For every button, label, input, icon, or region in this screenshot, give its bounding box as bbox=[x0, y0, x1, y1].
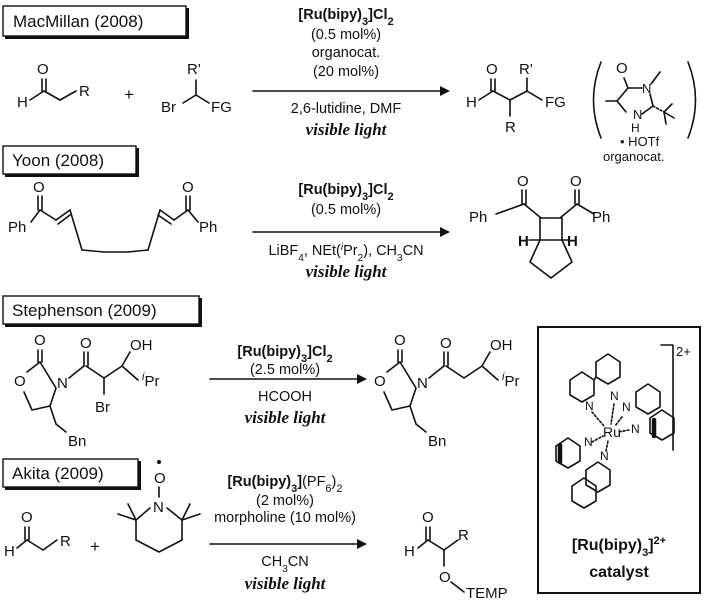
catalyst-box: 2+ Ru N N N N N N [Ru(bipy)3]2+ catalyst bbox=[537, 326, 701, 594]
svg-text:H: H bbox=[518, 233, 529, 250]
svg-text:(20 mol%): (20 mol%) bbox=[313, 64, 379, 80]
svg-text:H: H bbox=[567, 233, 578, 250]
svg-text:OH: OH bbox=[490, 337, 513, 354]
svg-text:Ph: Ph bbox=[469, 209, 487, 226]
svg-text:+: + bbox=[124, 85, 134, 104]
svg-text:organocat.: organocat. bbox=[603, 149, 664, 164]
svg-text:O: O bbox=[616, 60, 628, 77]
svg-text:H: H bbox=[404, 543, 415, 560]
svg-text:N: N bbox=[585, 399, 594, 413]
svg-text:N: N bbox=[600, 449, 609, 463]
svg-text:H: H bbox=[17, 94, 28, 111]
svg-text:[Ru(bipy)3]Cl2: [Ru(bipy)3]Cl2 bbox=[298, 182, 393, 203]
svg-text:[Ru(bipy)3](PF6)2: [Ru(bipy)3](PF6)2 bbox=[227, 474, 342, 495]
svg-text:[Ru(bipy)3]Cl2: [Ru(bipy)3]Cl2 bbox=[237, 344, 332, 365]
svg-text:N: N bbox=[584, 435, 593, 449]
svg-text:visible light: visible light bbox=[245, 574, 327, 593]
author-label: MacMillan (2008) bbox=[13, 12, 143, 31]
svg-text:Stephenson (2009): Stephenson (2009) bbox=[12, 301, 157, 320]
atom-O: O bbox=[37, 61, 49, 78]
svg-text:O: O bbox=[374, 373, 386, 390]
svg-text:(0.5 mol%): (0.5 mol%) bbox=[311, 202, 381, 218]
svg-text:FG: FG bbox=[211, 99, 232, 116]
svg-text:2,6-lutidine, DMF: 2,6-lutidine, DMF bbox=[291, 101, 402, 117]
svg-text:O: O bbox=[486, 61, 498, 78]
svg-text:Br: Br bbox=[95, 399, 110, 416]
svg-text:Bn: Bn bbox=[428, 433, 446, 450]
svg-text:N: N bbox=[622, 400, 631, 414]
svg-text:O: O bbox=[440, 335, 452, 352]
section-yoon: Yoon (2008) O Ph O Ph [Ru(bipy)3]Cl2 (0.… bbox=[2, 145, 610, 281]
svg-text:TEMP: TEMP bbox=[466, 585, 508, 602]
svg-text:N: N bbox=[610, 389, 619, 403]
svg-text:R: R bbox=[505, 119, 516, 136]
svg-text:Ph: Ph bbox=[592, 209, 610, 226]
svg-text:R': R' bbox=[519, 61, 533, 78]
svg-text:O: O bbox=[517, 173, 529, 190]
svg-text:N: N bbox=[57, 375, 68, 392]
svg-text:HCOOH: HCOOH bbox=[258, 389, 312, 405]
svg-text:H: H bbox=[466, 94, 477, 111]
svg-text:O: O bbox=[439, 569, 451, 586]
svg-text:visible light: visible light bbox=[306, 262, 388, 281]
svg-text:(2.5 mol%): (2.5 mol%) bbox=[250, 362, 320, 378]
svg-text:FG: FG bbox=[545, 94, 566, 111]
svg-text:O: O bbox=[394, 332, 406, 349]
svg-text:O: O bbox=[570, 173, 582, 190]
section-stephenson: Stephenson (2009) O O N Bn O Br OH iPr [… bbox=[2, 295, 519, 450]
svg-text:LiBF4, NEt(iPr2), CH3CN: LiBF4, NEt(iPr2), CH3CN bbox=[268, 242, 423, 264]
section-akita: Akita (2009) O H R + O N [Ru(bipy)3](PF6… bbox=[2, 458, 508, 602]
svg-text:CH3CN: CH3CN bbox=[261, 554, 308, 575]
svg-text:(0.5 mol%): (0.5 mol%) bbox=[311, 27, 381, 43]
svg-text:Br: Br bbox=[161, 99, 176, 116]
svg-text:Ru: Ru bbox=[603, 424, 621, 440]
svg-text:morpholine (10 mol%): morpholine (10 mol%) bbox=[214, 510, 356, 526]
svg-text:N: N bbox=[417, 375, 428, 392]
svg-text:H: H bbox=[631, 121, 640, 135]
svg-text:iPr: iPr bbox=[142, 371, 159, 390]
svg-text:• HOTf: • HOTf bbox=[620, 134, 660, 149]
svg-text:OH: OH bbox=[130, 337, 153, 354]
svg-text:O: O bbox=[14, 373, 26, 390]
svg-text:O: O bbox=[33, 179, 45, 196]
svg-text:Ph: Ph bbox=[199, 219, 217, 236]
svg-text:R': R' bbox=[187, 61, 201, 78]
svg-text:2+: 2+ bbox=[676, 344, 691, 359]
svg-text:R: R bbox=[79, 83, 90, 100]
section-macmillan: MacMillan (2008) O H R + R' Br FG [Ru(bi… bbox=[2, 5, 697, 164]
svg-text:O: O bbox=[422, 509, 434, 526]
svg-text:N: N bbox=[642, 81, 651, 96]
svg-text:O: O bbox=[21, 509, 33, 526]
svg-text:Bn: Bn bbox=[68, 433, 86, 450]
svg-text:R: R bbox=[60, 533, 71, 550]
svg-text:[Ru(bipy)3]Cl2: [Ru(bipy)3]Cl2 bbox=[298, 7, 393, 28]
svg-text:R: R bbox=[458, 527, 469, 544]
svg-text:O: O bbox=[80, 335, 92, 352]
svg-text:O: O bbox=[34, 332, 46, 349]
svg-text:Yoon (2008): Yoon (2008) bbox=[12, 151, 104, 170]
svg-text:visible light: visible light bbox=[245, 408, 327, 427]
svg-text:organocat.: organocat. bbox=[312, 45, 381, 61]
svg-text:N: N bbox=[631, 422, 640, 436]
svg-text:visible light: visible light bbox=[306, 120, 388, 139]
svg-text:N: N bbox=[633, 107, 642, 122]
svg-text:+: + bbox=[90, 537, 100, 556]
svg-text:catalyst: catalyst bbox=[589, 564, 649, 581]
svg-text:O: O bbox=[182, 179, 194, 196]
svg-text:Ph: Ph bbox=[8, 219, 26, 236]
svg-text:iPr: iPr bbox=[502, 371, 519, 390]
svg-text:O: O bbox=[154, 470, 166, 487]
svg-text:[Ru(bipy)3]2+: [Ru(bipy)3]2+ bbox=[572, 535, 666, 559]
svg-text:(2 mol%): (2 mol%) bbox=[256, 493, 314, 509]
svg-text:H: H bbox=[4, 543, 15, 560]
svg-text:N: N bbox=[153, 499, 164, 516]
svg-text:Akita (2009): Akita (2009) bbox=[12, 464, 104, 483]
